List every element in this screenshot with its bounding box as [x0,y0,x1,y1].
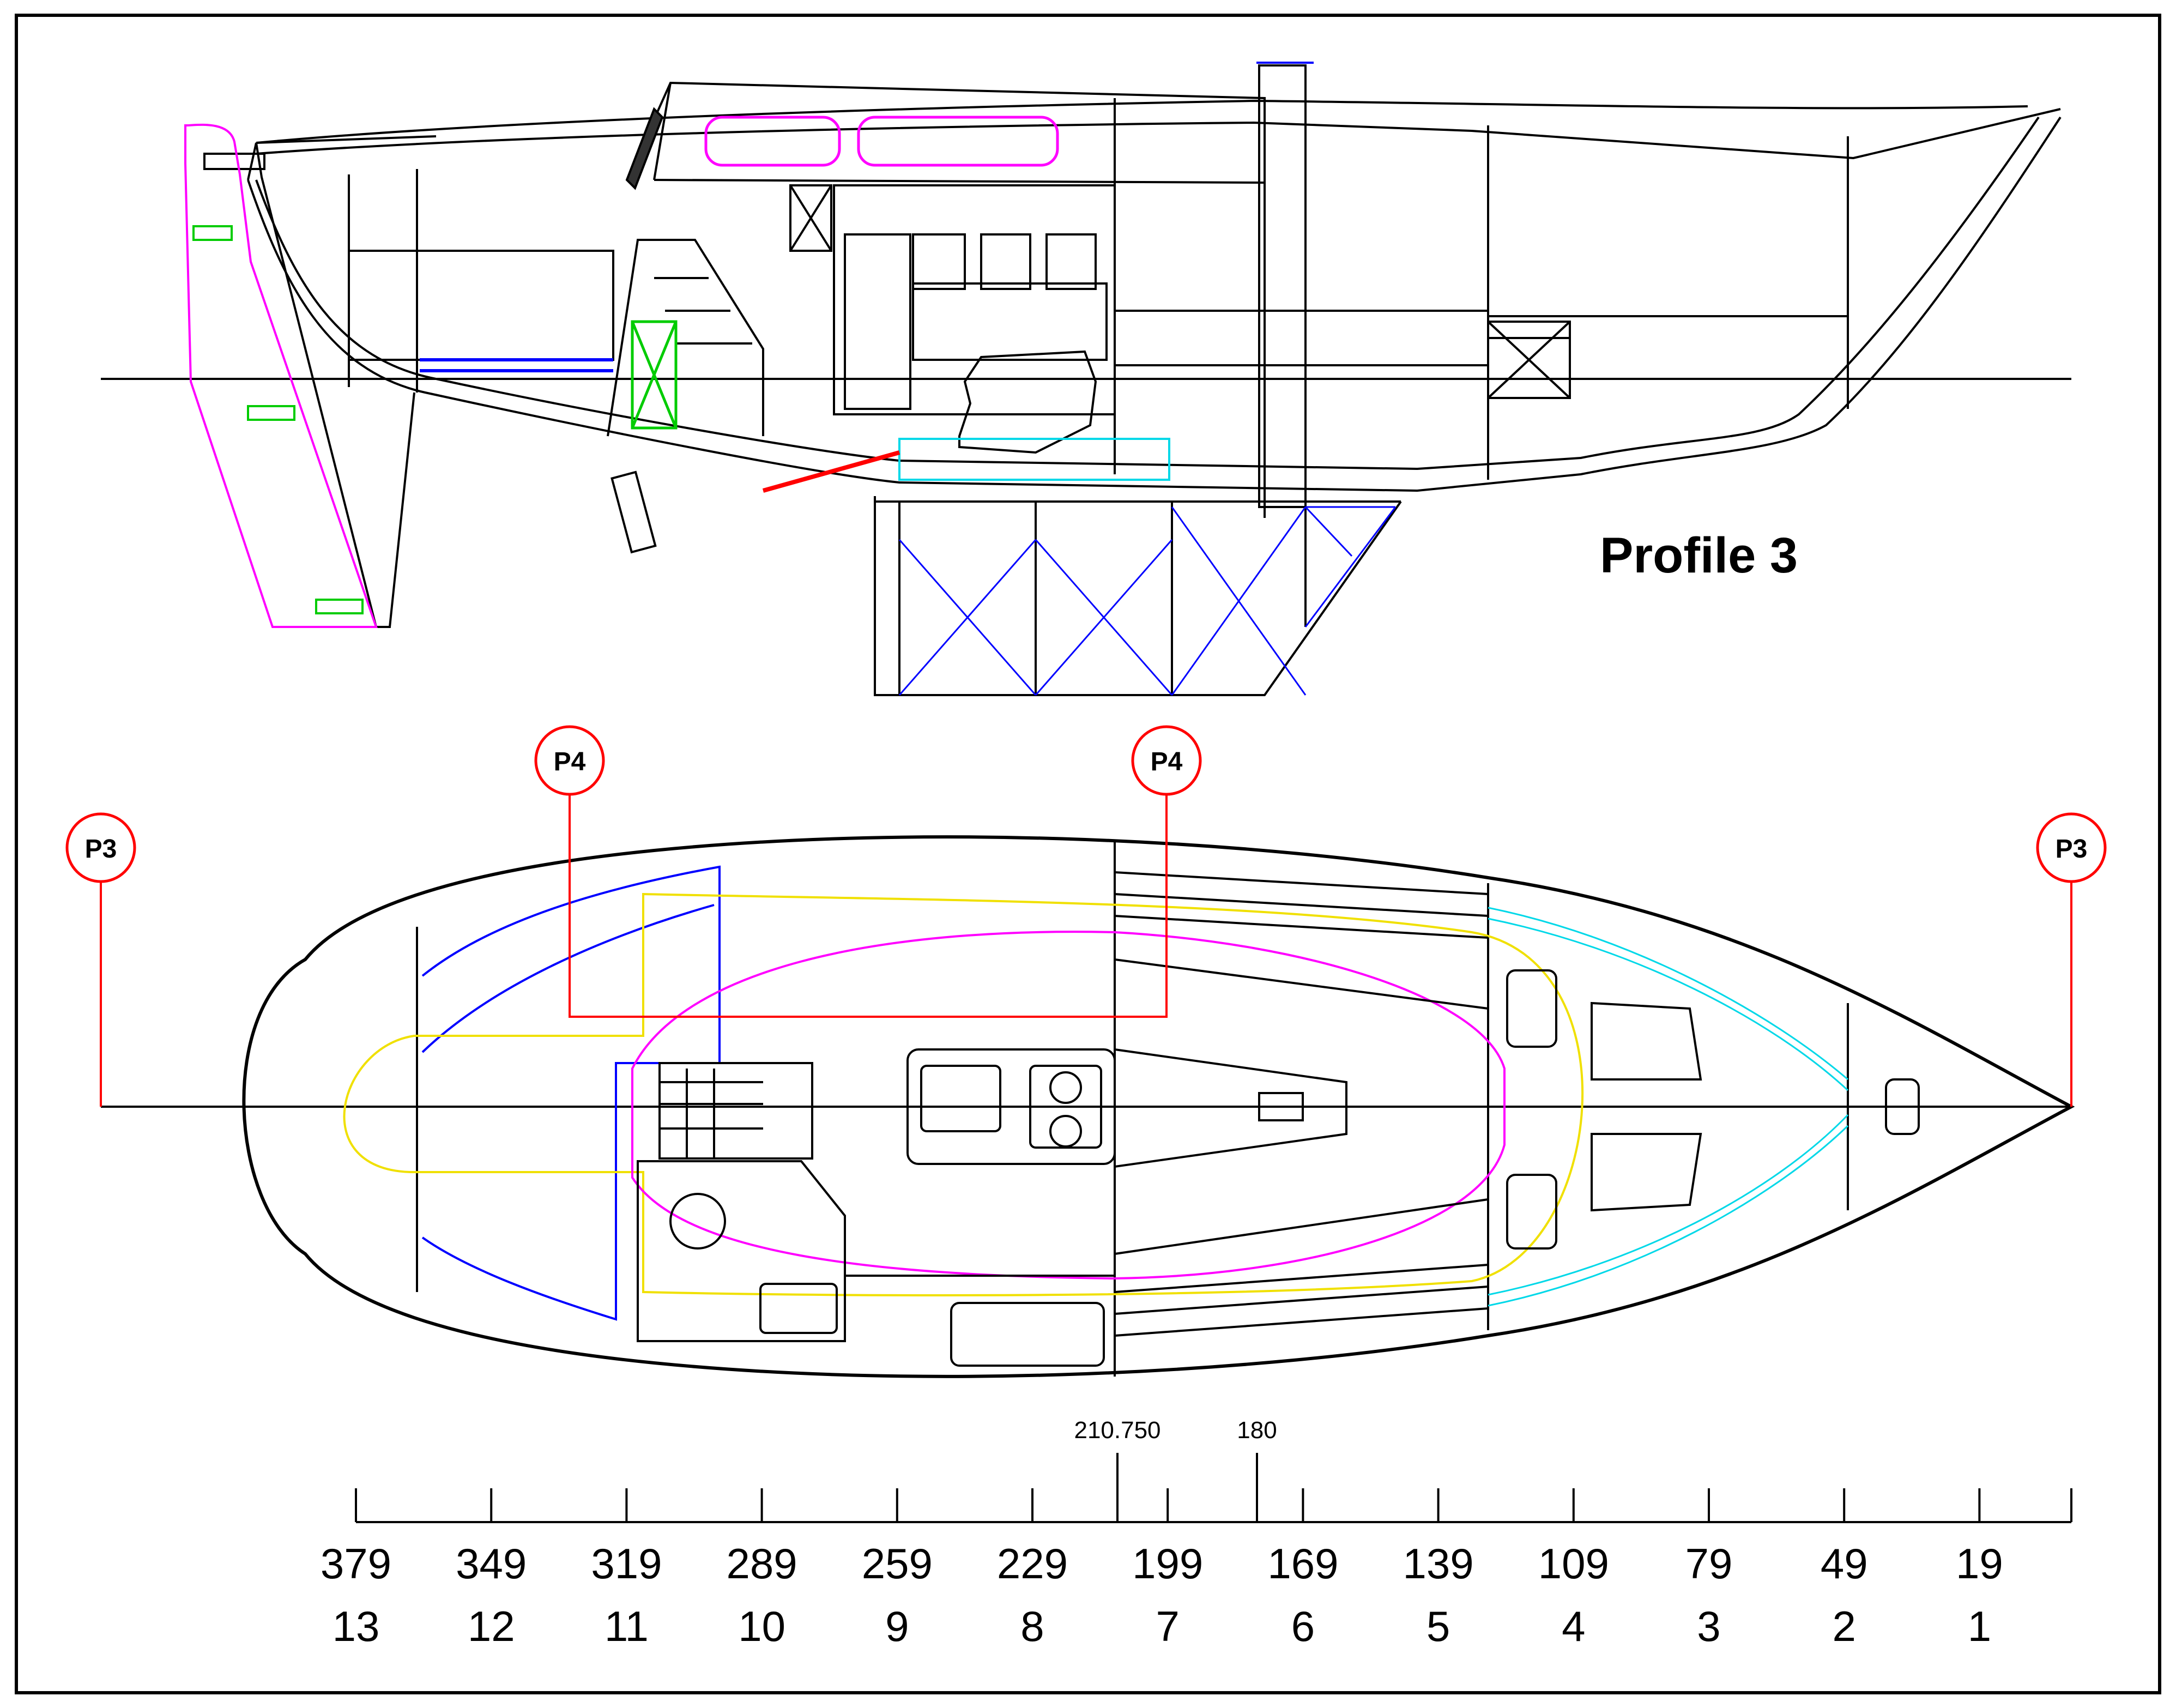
station-number-label: 8 [1020,1602,1044,1650]
saloon-table [1114,1048,1347,1168]
svg-text:P3: P3 [85,835,117,864]
section-marker-p4-left: P4 [534,725,605,796]
hull-bottom-line [247,116,2062,492]
storage-box-1 [789,184,832,252]
station-inches-label: 199 [1132,1540,1203,1588]
station-number-label: 3 [1697,1602,1720,1650]
station-ticks: 3791334912319112891025992298199716961395… [321,1488,2003,1650]
companionway-hatch [625,107,664,190]
reference-label-210: 210.750 [1074,1417,1160,1444]
svg-text:P3: P3 [2056,835,2088,864]
station-number-label: 13 [333,1602,380,1650]
rudder-fittings [192,225,364,614]
portlight-fwd [857,116,1059,167]
station-number-label: 12 [468,1602,515,1650]
section-marker-p3-left: P3 [65,812,136,883]
keel [874,496,1402,696]
station-inches-label: 319 [591,1540,662,1588]
deck-line-lower [256,108,2061,160]
station-number-label: 7 [1156,1602,1180,1650]
companionway-steps [658,1062,813,1160]
transom-line [247,142,415,628]
section-marker-p3-right: P3 [2036,812,2107,883]
svg-text:P4: P4 [554,747,586,776]
station-inches-label: 169 [1267,1540,1338,1588]
stove-burner-1 [1049,1071,1082,1104]
galley-block [906,1048,1116,1165]
mast [1258,64,1307,508]
section-marker-p4-right: P4 [1131,725,1202,796]
station-inches-label: 49 [1821,1540,1868,1588]
station-number-label: 11 [605,1602,649,1650]
engine [958,350,1097,454]
station-inches-label: 289 [727,1540,797,1588]
station-inches-label: 139 [1403,1540,1474,1588]
station-number-label: 9 [885,1602,909,1650]
station-scale [355,1453,2072,1523]
station-inches-label: 349 [456,1540,527,1588]
profile-title: Profile 3 [1600,528,1798,583]
station-inches-label: 229 [997,1540,1068,1588]
rudder [184,123,378,628]
svg-text:P4: P4 [1151,747,1183,776]
station-inches-label: 79 [1685,1540,1733,1588]
stove-burner-2 [1049,1115,1082,1148]
station-inches-label: 19 [1956,1540,2003,1588]
station-inches-label: 259 [862,1540,933,1588]
station-number-label: 10 [738,1602,785,1650]
station-number-label: 4 [1562,1602,1585,1650]
reference-label-180: 180 [1237,1417,1277,1444]
side-profile [101,62,2071,696]
plan-view [100,790,2075,1378]
deck-sheer-line [256,99,2028,144]
station-number-label: 1 [1968,1602,1991,1650]
drawing-border [15,14,2161,1694]
station-inches-label: 379 [321,1540,391,1588]
station-number-label: 6 [1291,1602,1315,1650]
station-inches-label: 109 [1538,1540,1609,1588]
engine-pan [898,438,1170,481]
portlight-aft [704,116,841,167]
station-number-label: 2 [1833,1602,1856,1650]
hull-inner-line [255,116,2040,470]
galley-sink [920,1065,1001,1132]
storage-box-2 [1487,321,1571,399]
head-toilet [669,1193,726,1250]
hull-outline-plan [242,835,2075,1378]
station-number-label: 5 [1427,1602,1450,1650]
